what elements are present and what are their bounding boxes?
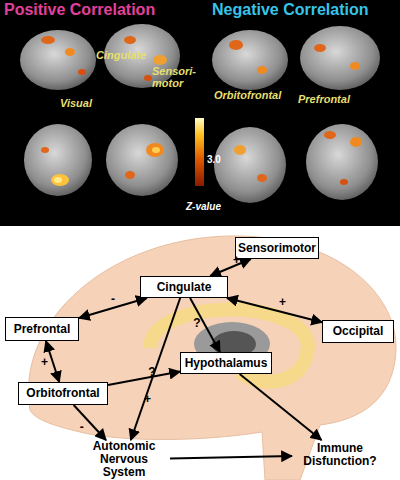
activation-blob [144, 75, 152, 81]
region-box: Cingulate [140, 276, 228, 298]
region-box: Hypothalamus [180, 352, 272, 374]
node-text: Immune Disfunction? [292, 442, 388, 468]
scale-label: 3.0 [207, 155, 237, 166]
activation-blob [125, 171, 135, 179]
activation-blob [124, 36, 136, 44]
zscale-bar [195, 118, 204, 186]
edge-sign: ? [148, 365, 155, 379]
node-text: Cingulate [157, 281, 212, 294]
edge-sign: + [144, 392, 151, 406]
connector-arrow [240, 374, 322, 440]
region-box: Orbitofrontal [18, 382, 108, 405]
connector-arrow [108, 372, 180, 385]
region-label: Prefrontal [298, 94, 368, 106]
panel-title: Positive Correlation [4, 2, 194, 19]
activation-blob [78, 69, 86, 75]
activation-blob [65, 48, 75, 56]
brain-render [212, 30, 288, 90]
activation-blob [41, 147, 49, 153]
connector-arrow [210, 259, 251, 276]
edge-sign: + [41, 355, 48, 369]
brain-render [106, 124, 178, 196]
node-text: Prefrontal [14, 323, 71, 336]
region-box: Prefrontal [5, 317, 79, 341]
brain-render [306, 124, 378, 200]
activation-blob [229, 40, 243, 50]
node-text: Hypothalamus [185, 357, 268, 370]
activation-blob [350, 137, 362, 147]
node-text: Sensorimotor [238, 242, 316, 255]
edge-sign: + [233, 253, 240, 267]
region-box: Occipital [322, 320, 394, 343]
region-box: Sensorimotor [235, 237, 319, 259]
activation-blobs [41, 36, 362, 186]
region-label: Visual [60, 98, 110, 110]
brain-render [24, 124, 92, 196]
outcome-text: Immune Disfunction? [292, 440, 388, 470]
panel-title: Negative Correlation [212, 2, 400, 19]
activation-blob [324, 131, 336, 139]
connector-arrow [131, 298, 180, 440]
connector-arrow [190, 298, 220, 352]
activation-blob [257, 66, 267, 74]
activation-blob [41, 36, 55, 44]
region-label: Sensori-motor [152, 66, 198, 89]
activation-blob [153, 55, 167, 65]
image-panel [0, 0, 400, 226]
edge-sign: - [80, 420, 84, 434]
outcome-text: Autonomic Nervous System [78, 440, 170, 479]
region-label: Orbitofrontal [214, 90, 294, 102]
node-text: Occipital [333, 325, 384, 338]
brain-sagittal [28, 236, 396, 480]
brain-render [300, 26, 380, 90]
node-text: Orbitofrontal [26, 387, 99, 400]
activation-blob [234, 145, 246, 155]
connector-arrow [227, 298, 322, 322]
activation-blob [54, 177, 62, 183]
activation-blob [146, 143, 164, 157]
connector-arrow [170, 456, 292, 459]
region-label: Cingulate [96, 50, 166, 62]
brain-renders [20, 24, 380, 203]
edge-sign: - [111, 292, 115, 306]
node-text: Autonomic Nervous System [78, 440, 170, 479]
activation-blob [314, 44, 326, 52]
corpus-callosum [150, 309, 308, 381]
brain-render [20, 30, 96, 90]
edge-sign: + [279, 295, 286, 309]
connector-arrow [74, 405, 106, 440]
brain-render [214, 127, 286, 203]
activation-blob [51, 174, 69, 186]
activation-blob [257, 174, 267, 182]
activation-blob [350, 62, 360, 70]
edge-sign: ? [193, 316, 200, 330]
scale-label: Z-value [186, 202, 236, 213]
activation-blob [152, 147, 160, 153]
activation-blob [340, 179, 348, 185]
